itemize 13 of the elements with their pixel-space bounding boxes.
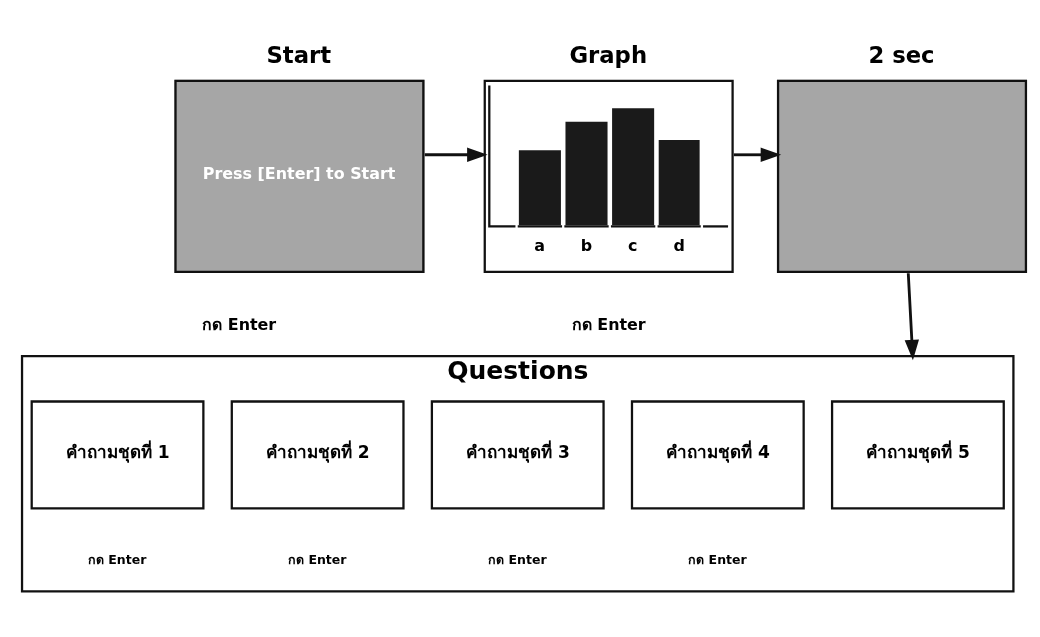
label: กด Enter [288, 551, 347, 567]
label: d [673, 236, 685, 256]
label: กด Enter [571, 314, 646, 334]
label: กด Enter [202, 314, 277, 334]
label: กด Enter [688, 551, 747, 567]
node-label: Graph [569, 41, 648, 68]
label: กด Enter [488, 551, 547, 567]
label: a [534, 236, 545, 256]
label: กด Enter [87, 551, 147, 567]
label: b [580, 236, 593, 256]
node-label: 2 sec [868, 41, 935, 68]
node-label: Start [266, 41, 332, 68]
label: c [628, 236, 638, 256]
